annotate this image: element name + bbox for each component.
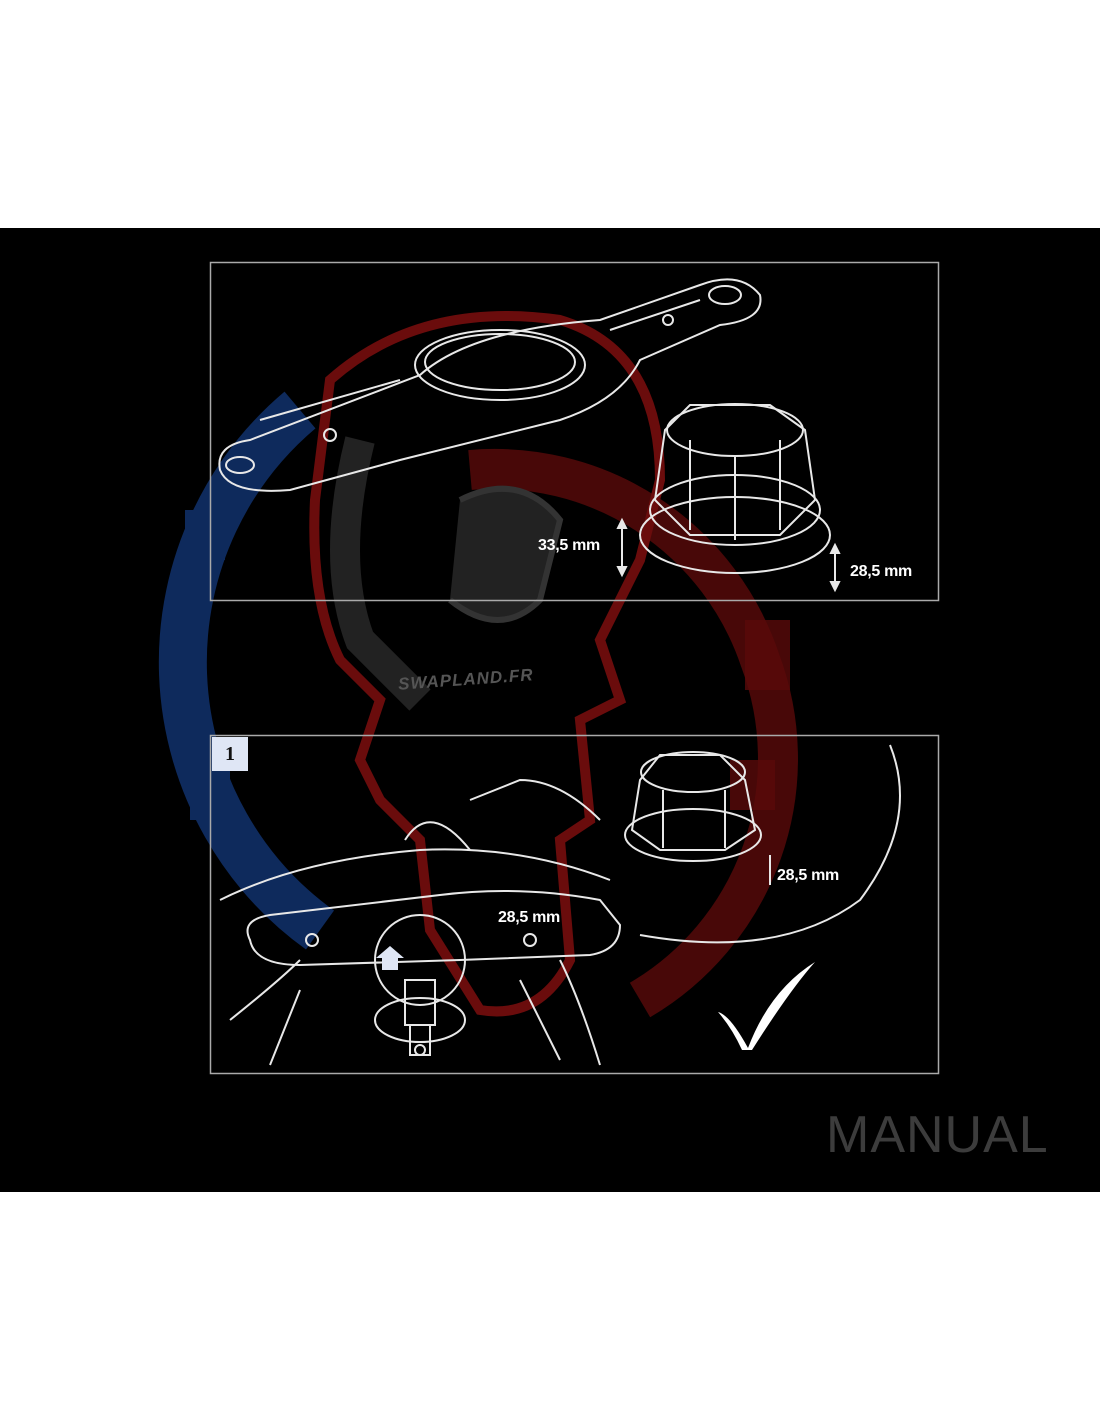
nut-drawing-top xyxy=(616,403,841,593)
dimension-label: 28,5 mm xyxy=(777,867,839,884)
dimension-label: 33,5 mm xyxy=(538,537,600,554)
arrow-up-icon xyxy=(376,946,404,970)
bottom-panel-frame xyxy=(209,734,940,1075)
manual-label: MANUAL xyxy=(826,1106,1049,1164)
nut-drawing-bottom xyxy=(624,744,901,944)
watermark-head xyxy=(309,311,666,1017)
step-number-badge: 1 xyxy=(212,737,248,771)
check-icon xyxy=(718,962,815,1050)
dimension-label: 28,5 mm xyxy=(850,563,912,580)
top-panel-frame xyxy=(209,261,940,602)
control-arm-drawing xyxy=(218,278,762,492)
assembled-arm-drawing xyxy=(219,778,622,1066)
dimension-label: 28,5 mm xyxy=(498,909,560,926)
